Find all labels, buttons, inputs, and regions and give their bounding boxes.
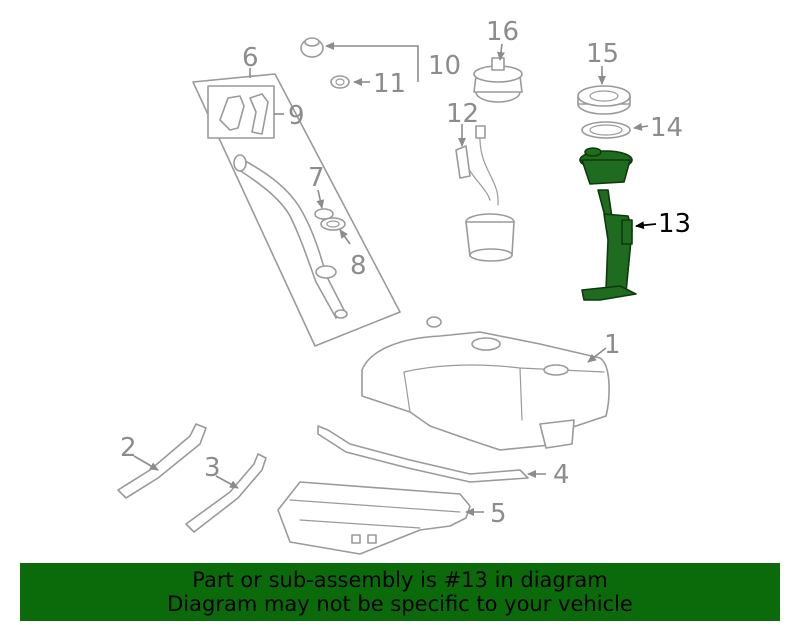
- sender-connector: [491, 57, 505, 71]
- parts-diagram: 1 2 3 4 5 6 7 8 9 10 11 12 13 14 15 16: [117, 17, 691, 555]
- banner-line-2: Diagram may not be specific to your vehi…: [167, 592, 633, 616]
- callout-line-8: [339, 229, 351, 245]
- pump-module-12: [455, 125, 515, 262]
- bracket-part: [249, 93, 269, 135]
- seal-outer: [581, 121, 631, 139]
- filler-pipe-end: [334, 309, 348, 319]
- sender-13-float: [621, 219, 633, 245]
- callout-line-2: [133, 455, 159, 471]
- filler-pipe-end: [233, 154, 247, 172]
- tank-body: [361, 331, 610, 451]
- filler-neck-group: [192, 73, 401, 347]
- callout-16: 16: [486, 17, 519, 47]
- tank-port: [471, 337, 501, 351]
- tank-port: [543, 364, 569, 376]
- sender-13-base: [581, 285, 637, 301]
- sender-16: [473, 57, 523, 103]
- pump-line: [455, 145, 471, 179]
- pump-connector: [475, 125, 486, 139]
- pump-hose: [479, 131, 499, 206]
- bracket-part: [219, 95, 245, 131]
- callout-line-13: [635, 221, 657, 230]
- tank-neck: [426, 316, 442, 328]
- skid-plate-tab: [367, 534, 377, 544]
- sender-13-cup: [581, 159, 631, 185]
- strap-4: [317, 425, 529, 483]
- strap-2: [117, 423, 207, 499]
- callout-line-16: [497, 43, 505, 61]
- callout-line-3: [215, 475, 239, 489]
- tank-ridge: [403, 364, 605, 373]
- grommet-7: [314, 208, 334, 220]
- callout-1: 1: [604, 330, 621, 360]
- callout-7: 7: [308, 163, 325, 193]
- skid-plate-5: [277, 481, 471, 555]
- cap-part-top: [304, 37, 320, 47]
- tank-ridge: [519, 367, 523, 421]
- filler-pipe: [235, 157, 346, 319]
- callout-4: 4: [553, 460, 570, 490]
- tank-ridge: [403, 371, 411, 413]
- sender-13-top: [584, 147, 602, 157]
- callout-line-10: [325, 42, 419, 64]
- callout-15: 15: [586, 39, 619, 69]
- callout-2: 2: [120, 433, 137, 463]
- tank-lobe: [539, 419, 575, 449]
- callout-11: 11: [373, 69, 406, 99]
- seal-14: [581, 121, 631, 139]
- ring-part: [330, 75, 350, 89]
- callout-3: 3: [204, 453, 221, 483]
- callout-8: 8: [350, 251, 367, 281]
- info-banner: Part or sub-assembly is #13 in diagram D…: [20, 563, 780, 621]
- callout-line-1: [587, 347, 607, 363]
- callout-line-7: [316, 189, 325, 209]
- callout-5: 5: [490, 499, 507, 529]
- callout-6: 6: [242, 43, 259, 73]
- lock-ring-inner: [589, 90, 619, 102]
- strap-3: [185, 453, 267, 533]
- grommet-8: [320, 217, 346, 231]
- lock-ring-top: [577, 85, 631, 107]
- fuel-cap-parts: [300, 37, 350, 89]
- callout-14: 14: [650, 113, 683, 143]
- filler-pipe-clamp: [315, 265, 337, 279]
- sender-assembly-13: [579, 147, 637, 301]
- skid-plate-rib: [299, 519, 421, 529]
- pump-reservoir-bottom: [469, 248, 513, 262]
- skid-plate-tab: [351, 534, 361, 544]
- fuel-tank-1: [361, 316, 610, 451]
- skid-plate-rib: [289, 499, 461, 513]
- ring-part-inner: [335, 78, 345, 86]
- callout-line-14: [633, 122, 649, 131]
- callout-12: 12: [446, 99, 479, 129]
- skid-plate-body: [277, 481, 471, 555]
- callout-10: 10: [428, 51, 461, 81]
- seal-inner: [589, 124, 623, 136]
- lock-ring-15: [577, 85, 631, 115]
- callout-9: 9: [288, 101, 305, 131]
- callout-13: 13: [658, 209, 691, 239]
- grommet-8-inner: [326, 220, 340, 228]
- banner-line-1: Part or sub-assembly is #13 in diagram: [192, 568, 608, 592]
